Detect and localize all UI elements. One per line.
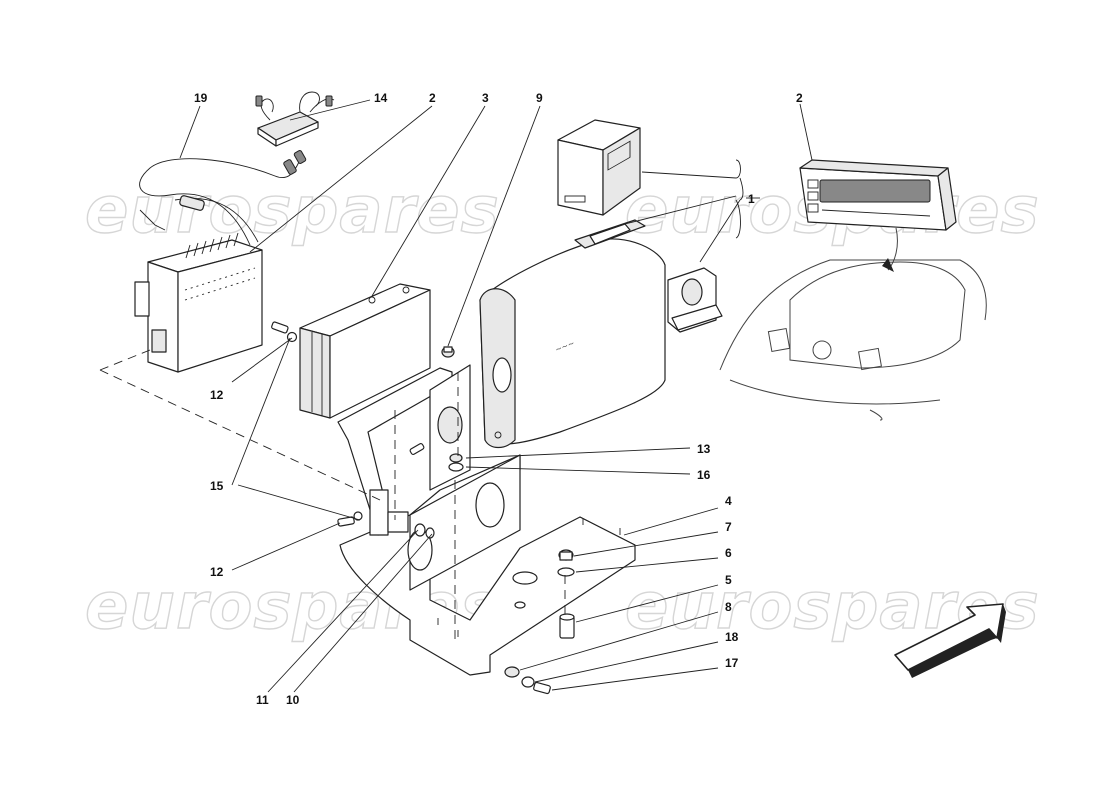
callout-8: 8 [725, 600, 732, 614]
callout-5: 5 [725, 573, 732, 587]
callout-labels: 19 14 2 3 9 2 1 12 13 16 15 4 7 6 12 5 8… [194, 91, 803, 707]
part-14-module [255, 91, 335, 147]
callout-9: 9 [536, 91, 543, 105]
callout-12-lower: 12 [210, 565, 224, 579]
part-4-base-tray [339, 454, 636, 676]
callout-3: 3 [482, 91, 489, 105]
callout-17: 17 [725, 656, 739, 670]
callout-14: 14 [374, 91, 388, 105]
leader-lines [179, 99, 813, 693]
callout-7: 7 [725, 520, 732, 534]
part-2-amplifier [134, 232, 263, 373]
callout-16: 16 [697, 468, 711, 482]
callout-18: 18 [725, 630, 739, 644]
direction-arrow-icon [894, 603, 1006, 678]
callout-2-left: 2 [429, 91, 436, 105]
part-9-grommet [441, 346, 455, 358]
callout-10: 10 [286, 693, 300, 707]
part-19-cable [139, 150, 307, 246]
part-12-bolt-upper [271, 321, 298, 343]
callout-4: 4 [725, 494, 732, 508]
callout-2-right: 2 [796, 91, 803, 105]
part-2-head-unit [799, 159, 957, 231]
assembly-dashed-lines [99, 349, 566, 640]
part-1-bracket [667, 267, 723, 333]
fasteners-center [337, 443, 464, 539]
part-3-amplifier-module [299, 283, 431, 419]
callout-13: 13 [697, 442, 711, 456]
fasteners-right [504, 549, 575, 695]
callout-11: 11 [256, 693, 269, 707]
part-1-enclosure: ~~~ [479, 119, 666, 449]
callout-12-upper: 12 [210, 388, 224, 402]
callout-19: 19 [194, 91, 208, 105]
watermark-top-left: eurospares [85, 174, 500, 248]
console-outline [719, 227, 987, 421]
callout-6: 6 [725, 546, 732, 560]
callout-1: 1 [748, 192, 755, 206]
callout-15: 15 [210, 479, 224, 493]
